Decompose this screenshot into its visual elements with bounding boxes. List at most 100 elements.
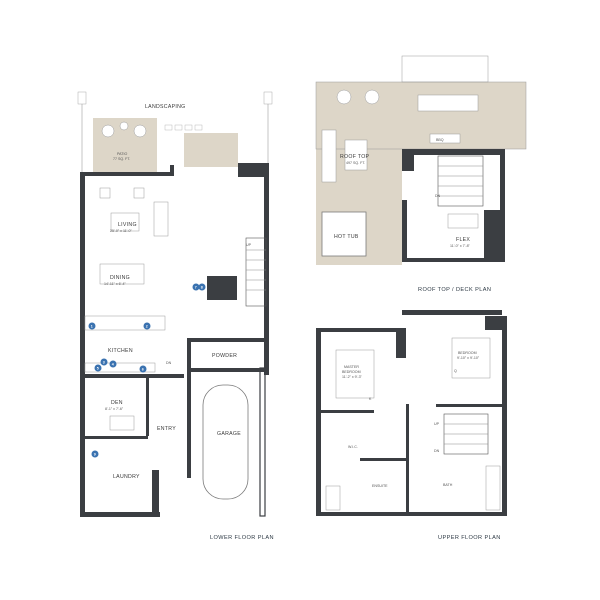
lower-up-label: UP: [246, 243, 252, 247]
flex-size: 11'-0" x 7'-8": [450, 244, 471, 248]
kitchen-label: KITCHEN: [108, 348, 133, 354]
lower-floor-plan: LANDSCAPING PATIO 77 SQ. FT.: [77, 91, 274, 541]
patio-pavers: [164, 124, 203, 131]
svg-text:4: 4: [112, 362, 114, 366]
bathtub: [485, 465, 501, 511]
feature-badge: 3: [100, 358, 108, 366]
flex-wall-left: [402, 200, 407, 262]
flex-wall-jog: [484, 210, 500, 258]
dining-name: DINING: [110, 275, 130, 281]
ensuite-label: ENSUITE: [372, 484, 388, 488]
bath-label: BATH: [443, 483, 453, 487]
bath-wall-left: [406, 458, 409, 514]
kitchen-island: [84, 315, 166, 331]
upper-wall-left: [316, 328, 321, 516]
entry-label: ENTRY: [157, 426, 176, 432]
living-name: LIVING: [118, 222, 137, 228]
feature-badge: 4: [109, 360, 117, 368]
bedroom-size: 9'-10" x 9'-10": [457, 356, 480, 360]
flex-wall-top: [402, 149, 504, 155]
lamp-right: [263, 91, 273, 105]
bedroom-wall-bottom: [436, 404, 502, 407]
armchair: [133, 187, 145, 199]
landscaping-label: LANDSCAPING: [145, 104, 186, 110]
master-bed: [335, 349, 375, 399]
upper-floor-title: UPPER FLOOR PLAN: [438, 535, 501, 541]
dining-size: 14'-11" x 6'-4": [104, 282, 127, 286]
roof-dining-table: [417, 94, 479, 112]
svg-text:5: 5: [97, 366, 99, 370]
flex-name: FLEX: [456, 237, 470, 243]
stair-core: [207, 276, 237, 300]
flex-wall-bottom: [402, 258, 505, 262]
master-line1: MASTER: [344, 365, 359, 369]
den-name: DEN: [111, 400, 123, 406]
lounge-chair: [336, 89, 352, 105]
flex-sofa: [447, 213, 479, 229]
lower-exterior-wall-top: [80, 172, 172, 176]
patio-table: [119, 121, 129, 131]
bbq-counter: [429, 133, 461, 144]
kitchen-counter: [84, 362, 156, 373]
upper-wall-top-right: [402, 310, 502, 315]
powder-wall-top: [187, 338, 267, 342]
roof-top-size: 497 SQ. FT.: [346, 161, 365, 165]
sofa: [153, 201, 169, 237]
roof-dn-label: DN: [435, 194, 441, 198]
upper-wall-top-left: [316, 328, 396, 332]
lower-wall-jog: [170, 165, 174, 176]
upper-wall-jog: [396, 328, 406, 358]
feature-badge: 1: [88, 322, 96, 330]
svg-text:8: 8: [201, 285, 203, 289]
garage-wall-right: [259, 367, 266, 517]
svg-text:1: 1: [91, 324, 93, 328]
svg-text:3: 3: [103, 360, 105, 364]
patio-chair: [133, 124, 147, 138]
lamp-left: [77, 91, 87, 105]
upper-up-label: UP: [434, 422, 440, 426]
roof-coffee-table: [344, 139, 368, 171]
patio-planter: [184, 133, 238, 167]
upper-wall-right: [502, 316, 507, 516]
patio-size: 77 SQ. FT.: [113, 157, 130, 161]
master-wall-right: [406, 404, 409, 460]
bedroom-bed-q: Q: [454, 369, 457, 373]
laundry-wall: [152, 470, 159, 517]
feature-badge: 2: [143, 322, 151, 330]
armchair: [99, 187, 111, 199]
living-size: 25'-0" x 11'-0": [110, 229, 133, 233]
ensuite-shower: [325, 485, 341, 511]
laundry-wall-top: [80, 436, 148, 439]
den-desk: [109, 415, 135, 431]
upper-stair-treads: [444, 423, 488, 445]
bedroom-bed: [451, 337, 491, 379]
roof-top-name: ROOF TOP: [340, 154, 370, 160]
feature-badge: 9: [91, 450, 99, 458]
bedroom-name: BEDROOM: [458, 351, 477, 355]
svg-text:2: 2: [146, 324, 148, 328]
den-wall-right: [146, 374, 149, 436]
patio-chair: [101, 124, 115, 138]
garage-wall-top: [187, 368, 267, 372]
roof-planter-top: [401, 55, 489, 83]
flex-wall-block: [402, 149, 414, 171]
wic-wall-top: [320, 410, 374, 413]
feature-badge: 6: [139, 365, 147, 373]
car: [202, 384, 249, 500]
master-line2: BEDROOM: [342, 370, 361, 374]
stair-treads: [246, 249, 266, 291]
stair-run: [245, 237, 267, 307]
hot-tub-label: HOT TUB: [334, 234, 359, 240]
roof-deck-main: [316, 82, 526, 149]
svg-text:7: 7: [195, 285, 197, 289]
lower-floor-title: LOWER FLOOR PLAN: [210, 535, 274, 541]
svg-text:9: 9: [94, 452, 96, 456]
roof-top-title: ROOF TOP / DECK PLAN: [418, 287, 491, 293]
ensuite-wall-top: [360, 458, 408, 461]
laundry-label: LAUNDRY: [113, 474, 140, 480]
lounge-chair: [364, 89, 380, 105]
garage-wall-left: [187, 338, 191, 478]
wic-label: W.I.C.: [348, 445, 358, 449]
master-size: 11'-2" x 9'-3": [342, 375, 363, 379]
